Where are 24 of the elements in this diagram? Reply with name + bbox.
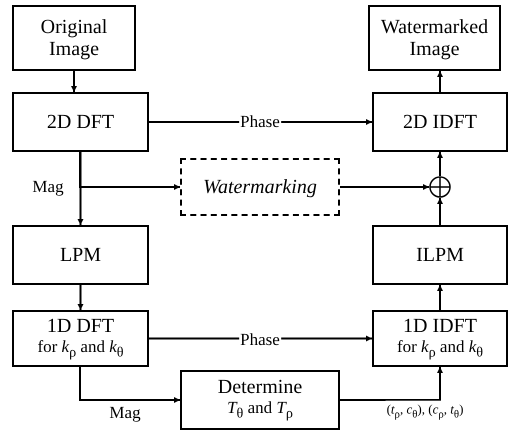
arrow xyxy=(78,152,84,225)
process-box: Watermarked Image xyxy=(368,5,501,71)
arrow xyxy=(340,184,429,190)
arrow xyxy=(340,367,443,401)
process-box: Original Image xyxy=(12,5,136,71)
arrow xyxy=(437,152,443,176)
process-box: 1D DFT for k$_{ρ}$ and k$_{θ}$ xyxy=(12,310,149,367)
arrow xyxy=(79,152,180,190)
edge-label: Mag xyxy=(31,178,65,196)
arrow xyxy=(437,285,443,310)
sum-circle xyxy=(429,176,451,198)
arrow xyxy=(78,285,84,310)
process-box: Watermarking xyxy=(180,158,340,216)
process-box: 2D IDFT xyxy=(372,92,508,152)
arrow xyxy=(71,71,77,92)
process-box: Determine T$_{θ}$ and T$_{ρ}$ xyxy=(180,370,340,430)
process-box: 2D DFT xyxy=(12,92,149,152)
edge-label: Mag xyxy=(108,404,142,422)
arrow xyxy=(437,198,443,225)
process-box: 1D IDFT for k$_{ρ}$ and k$_{θ}$ xyxy=(372,310,508,367)
process-box: LPM xyxy=(12,225,149,285)
arrow xyxy=(437,71,443,92)
process-box: ILPM xyxy=(372,225,508,285)
arrow xyxy=(79,367,180,403)
